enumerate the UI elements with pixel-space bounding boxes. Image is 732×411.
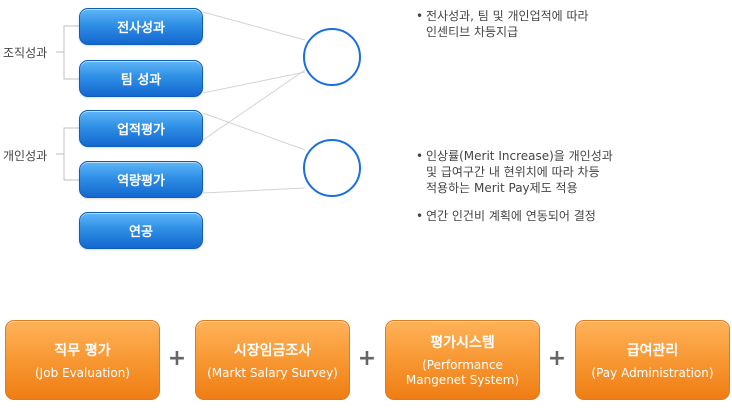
plus-icon: + [357,346,377,371]
box-title: 시장임금조사 [233,342,312,359]
team-performance-button[interactable]: 팀 성과 [79,60,203,97]
box-subtitle: (Performance [422,358,503,372]
job-evaluation-box[interactable]: 직무 평가 (Job Evaluation) [5,320,160,400]
org-bracket [56,25,79,80]
performance-system-box[interactable]: 평가시스템 (Performance Mangenet System) [385,320,540,400]
incentive-circle [303,28,361,86]
individual-performance-label: 개인성과 [3,149,48,163]
desc-line: 연간 인건비 계획에 연동되어 결정 [426,209,596,223]
bullet-icon: • [416,149,424,163]
bullet-icon: • [416,9,424,23]
desc-line: 전사성과, 팀 및 개인업적에 따라 [426,9,589,23]
connector-team-circle1 [202,71,306,94]
merit-circle [303,139,361,197]
box-subtitle: (Pay Administration) [591,365,714,380]
box-subtitle: Mangenet System) [405,373,520,387]
box-subtitle: (Markt Salary Survey) [207,365,338,380]
market-salary-survey-box[interactable]: 시장임금조사 (Markt Salary Survey) [195,320,350,400]
org-performance-label: 조직성과 [3,46,48,60]
seniority-button[interactable]: 연공 [79,212,203,249]
plus-icon: + [547,346,567,371]
desc-line: 인상률(Merit Increase)을 개인성과 [426,149,613,163]
box-title: 직무 평가 [54,342,111,359]
connector-perf-circle1 [202,69,306,141]
individual-bracket [56,127,79,181]
connector-perf-circle2 [202,112,306,151]
pay-administration-box[interactable]: 급여관리 (Pay Administration) [575,320,730,400]
company-performance-button[interactable]: 전사성과 [79,8,203,45]
merit-description: • 인상률(Merit Increase)을 개인성과 및 급여구간 내 현위치… [416,148,613,196]
desc-line: 및 급여구간 내 현위치에 따라 차등 [426,165,600,179]
connector-company-circle1 [202,11,306,41]
performance-evaluation-button[interactable]: 업적평가 [79,110,203,147]
box-title: 급여관리 [626,342,679,359]
bullet-icon: • [416,209,424,223]
budget-description: • 연간 인건비 계획에 연동되어 결정 [416,208,596,224]
box-title: 평가시스템 [430,335,495,351]
desc-line: 인센티브 차등지급 [426,25,519,39]
connector-comp-circle2 [202,187,306,194]
desc-line: 적용하는 Merit Pay제도 적용 [426,181,578,195]
competency-evaluation-button[interactable]: 역량평가 [79,161,203,198]
incentive-description: • 전사성과, 팀 및 개인업적에 따라 인센티브 차등지급 [416,8,589,40]
box-subtitle: (Job Evaluation) [35,365,130,380]
plus-icon: + [167,346,187,371]
